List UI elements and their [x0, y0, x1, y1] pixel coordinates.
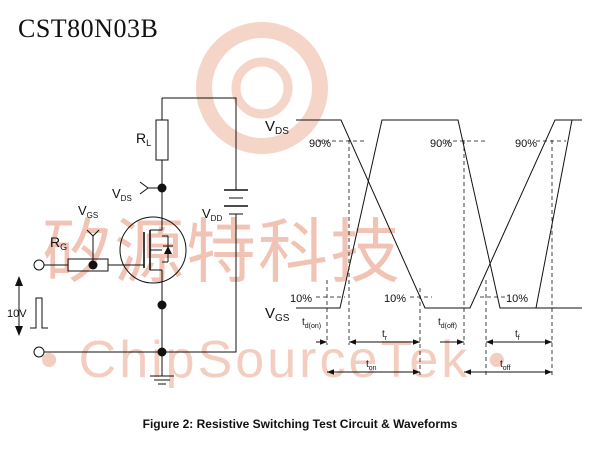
watermark-chinese: 矽源特科技 — [42, 211, 402, 293]
vgs-waveform-base — [296, 119, 582, 309]
timing-arrows — [316, 339, 552, 375]
label-vgs-wave: VGS — [265, 305, 290, 324]
label-10-2: 10% — [384, 293, 406, 305]
junction-dots — [88, 183, 167, 357]
label-rg: RG — [50, 234, 67, 252]
load-resistor — [155, 119, 169, 161]
pulse-waveform-icon — [30, 297, 48, 329]
reference-lines — [316, 140, 566, 375]
label-rl: RL — [136, 130, 151, 148]
waveforms — [296, 119, 582, 309]
label-td-off: td(off) — [438, 317, 457, 330]
label-pulse-amplitude: 10V — [7, 308, 27, 320]
part-number: CST80N03B — [18, 14, 159, 43]
test-circuit — [15, 97, 248, 385]
label-vgs-circuit: VGS — [78, 203, 98, 220]
figure-caption: Figure 2: Resistive Switching Test Circu… — [142, 417, 458, 431]
label-90-1: 90% — [309, 138, 331, 150]
watermark-english: • ChipSourceTek • — [40, 331, 509, 389]
mosfet-symbol — [119, 188, 187, 352]
label-10-3: 10% — [506, 293, 528, 305]
label-90-2: 90% — [430, 138, 452, 150]
label-ton: ton — [366, 359, 377, 372]
vds-waveform — [296, 119, 582, 309]
label-tr: tr — [382, 329, 388, 342]
label-td-on: td(on) — [302, 317, 321, 330]
label-90-3: 90% — [515, 138, 537, 150]
vdd-battery — [224, 189, 248, 215]
gate-resistor — [67, 258, 109, 272]
vgs-waveform — [500, 119, 582, 309]
label-vds-circuit: VDS — [112, 186, 132, 203]
label-tf: tf — [515, 329, 520, 342]
label-vdd: VDD — [202, 206, 222, 223]
label-10-1: 10% — [290, 293, 312, 305]
label-toff: toff — [500, 359, 510, 372]
supply-wire — [162, 97, 237, 190]
label-vds-wave: VDS — [265, 118, 289, 137]
watermark-logo — [196, 22, 328, 154]
return-wire — [162, 214, 237, 353]
